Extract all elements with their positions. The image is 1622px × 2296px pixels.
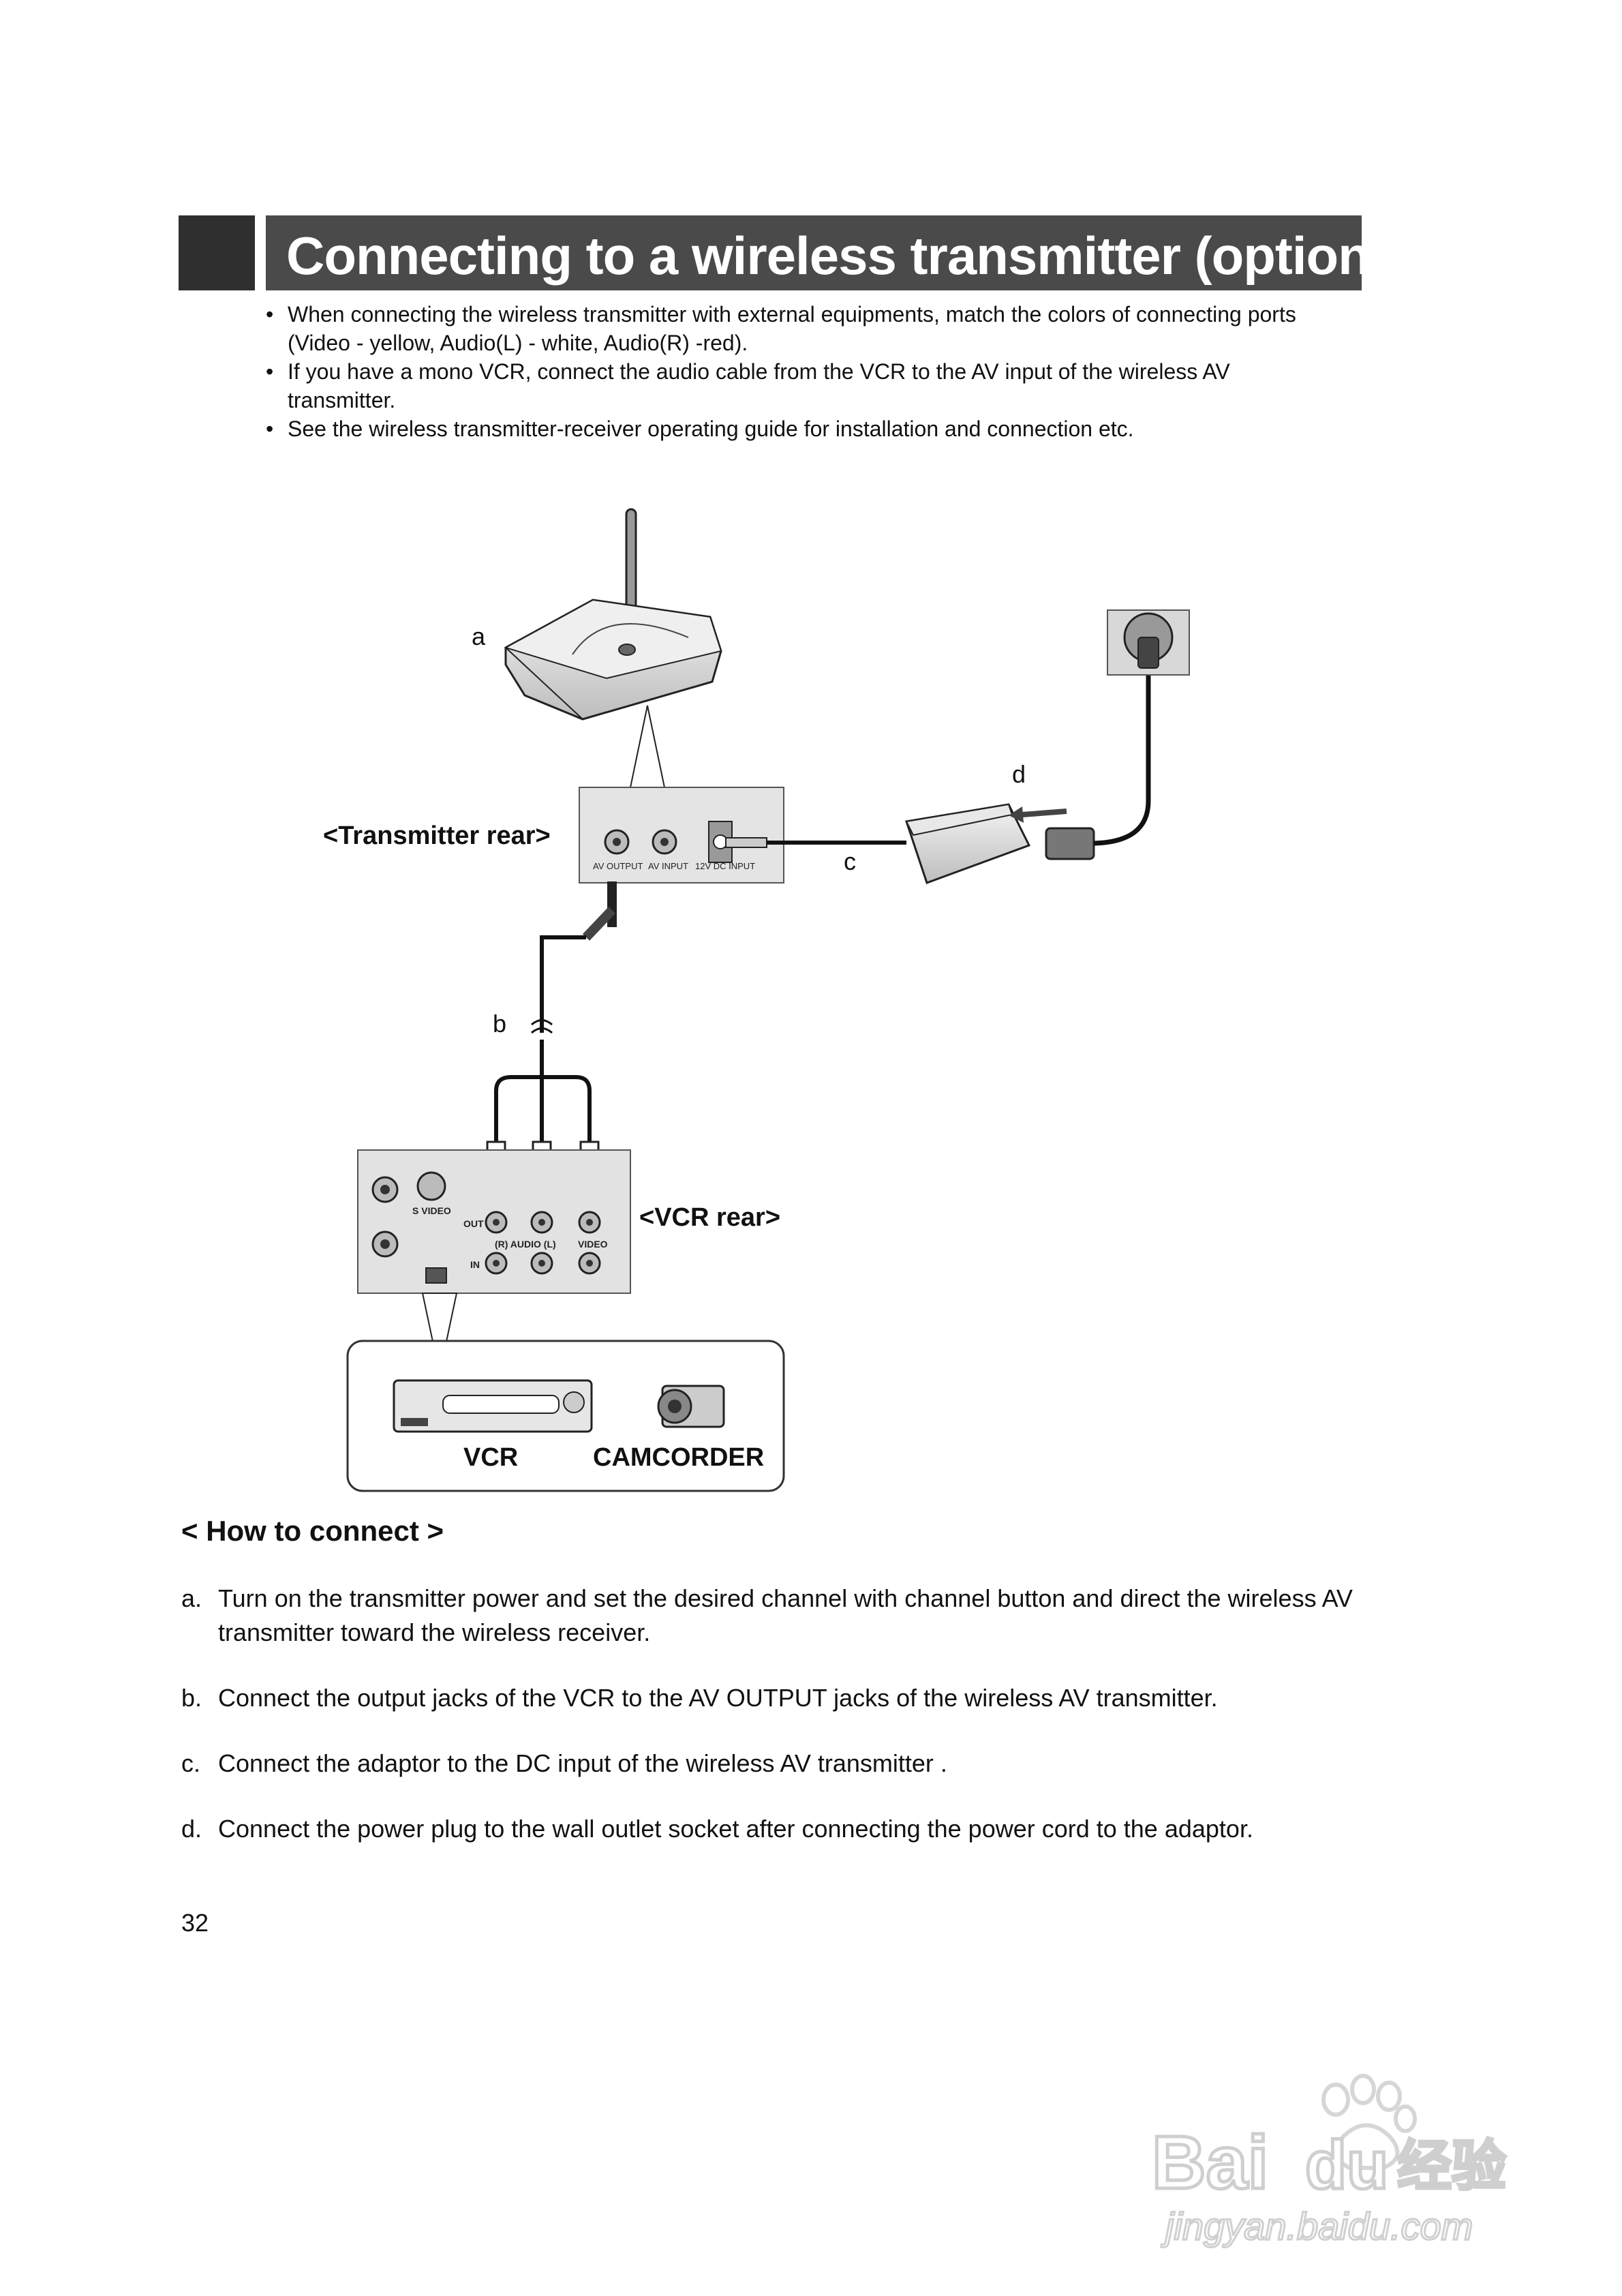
label-b: b [493, 1010, 507, 1038]
connection-diagram: a d c b <Transmitter rear> AV OUTPUT AV … [320, 501, 1206, 1500]
baidu-watermark-logo: Bai du 经验 jingyan.baidu.com [1150, 2074, 1508, 2249]
list-item: c. Connect the adaptor to the DC input o… [181, 1747, 1381, 1781]
transmitter-rear-panel [579, 787, 784, 883]
intro-bullet-list: When connecting the wireless transmitter… [266, 300, 1329, 443]
step-letter: d. [181, 1815, 202, 1843]
list-item: b. Connect the output jacks of the VCR t… [181, 1681, 1381, 1715]
camcorder-device-label: CAMCORDER [593, 1443, 765, 1472]
transmitter-rear-label: <Transmitter rear> [323, 821, 551, 850]
audio-port-label: (R) AUDIO (L) [495, 1239, 556, 1250]
av-input-port-label: AV INPUT [648, 861, 688, 871]
in-label: IN [470, 1259, 480, 1270]
av-output-port-label: AV OUTPUT [593, 861, 643, 871]
list-item: a. Turn on the transmitter power and set… [181, 1582, 1381, 1650]
step-text: Turn on the transmitter power and set th… [218, 1584, 1353, 1646]
label-c: c [844, 847, 856, 875]
out-label: OUT [463, 1218, 484, 1229]
how-to-connect-title: < How to connect > [181, 1515, 444, 1547]
svg-text:jingyan.baidu.com: jingyan.baidu.com [1161, 2205, 1473, 2248]
step-letter: a. [181, 1584, 202, 1612]
svg-text:经验: 经验 [1397, 2134, 1506, 2198]
header-dark-block [179, 215, 255, 290]
page-number: 32 [181, 1909, 209, 1937]
intro-bullet: See the wireless transmitter-receiver op… [266, 414, 1329, 443]
svg-text:Bai: Bai [1152, 2121, 1268, 2205]
step-letter: c. [181, 1749, 201, 1777]
dc-input-port-label: 12V DC INPUT [695, 861, 756, 871]
intro-bullet: When connecting the wireless transmitter… [266, 300, 1329, 357]
transmitter-device [504, 508, 722, 721]
how-to-connect-steps: a. Turn on the transmitter power and set… [181, 1582, 1381, 1877]
label-a: a [472, 622, 486, 650]
step-letter: b. [181, 1684, 202, 1712]
intro-bullet: If you have a mono VCR, connect the audi… [266, 357, 1329, 414]
label-d: d [1012, 760, 1026, 788]
svg-text:du: du [1305, 2127, 1388, 2203]
diagram-illustration [346, 508, 1190, 1492]
step-text: Connect the power plug to the wall outle… [218, 1815, 1253, 1843]
list-item: d. Connect the power plug to the wall ou… [181, 1812, 1381, 1846]
header-bar [266, 215, 1362, 290]
step-text: Connect the output jacks of the VCR to t… [218, 1684, 1218, 1712]
vcr-device-label: VCR [463, 1443, 519, 1472]
page-title: Connecting to a wireless transmitter (op… [286, 226, 1388, 286]
s-video-port-label: S VIDEO [412, 1205, 451, 1216]
vcr-rear-label: <VCR rear> [639, 1203, 781, 1232]
video-port-label: VIDEO [578, 1239, 608, 1250]
wall-outlet [1107, 609, 1190, 676]
devices-box [346, 1340, 785, 1492]
vcr-rear-panel [357, 1149, 631, 1294]
step-text: Connect the adaptor to the DC input of t… [218, 1749, 947, 1777]
